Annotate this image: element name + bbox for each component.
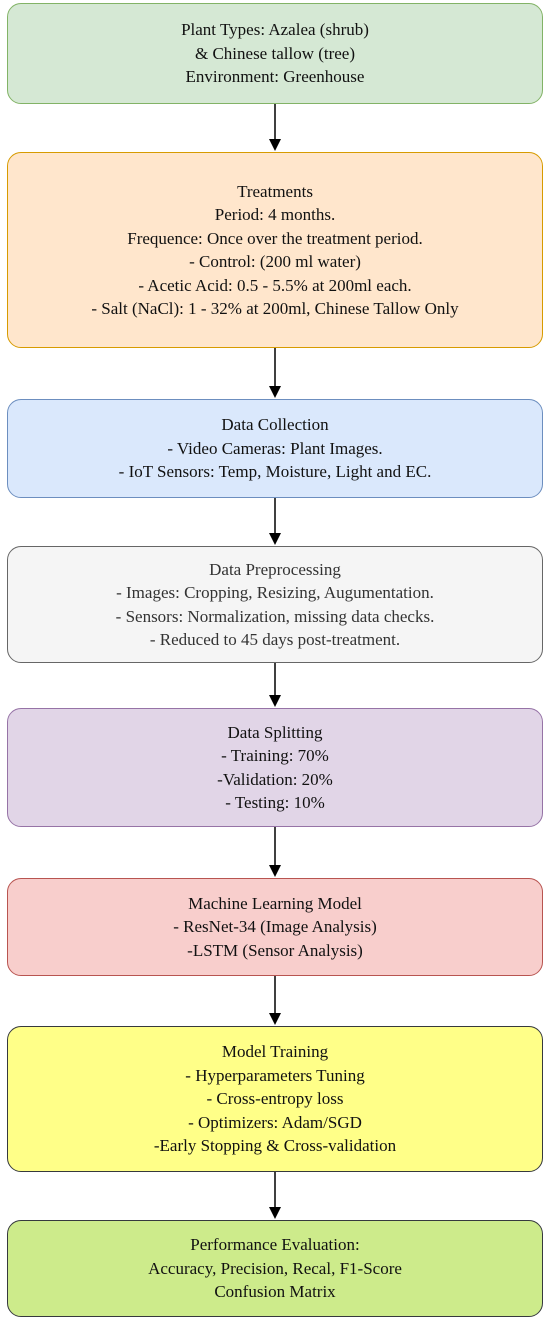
box-line: Data Preprocessing: [209, 559, 341, 579]
flow-arrow: [267, 104, 283, 152]
treatments-box: Treatments Period: 4 months. Frequence: …: [7, 152, 543, 348]
plant-types-box: Plant Types: Azalea (shrub) & Chinese ta…: [7, 3, 543, 104]
box-line: - ResNet-34 (Image Analysis): [173, 917, 377, 937]
flow-arrow: [267, 498, 283, 546]
flow-arrow: [267, 663, 283, 708]
flow-arrow: [267, 976, 283, 1026]
box-line: Period: 4 months.: [214, 205, 336, 224]
box-line: -Early Stopping & Cross-validation: [153, 1136, 397, 1156]
box-line: & Chinese tallow (tree): [194, 43, 356, 63]
performance-evaluation-box: Performance Evaluation: Accuracy, Precis…: [7, 1220, 543, 1317]
box-line: - Hyperparameters Tuning: [185, 1065, 365, 1085]
box-line: Environment: Greenhouse: [185, 67, 365, 87]
box-line: - Images: Cropping, Resizing, Augumentat…: [116, 583, 434, 602]
flow-arrow: [267, 1172, 283, 1220]
box-line: - Sensors: Normalization, missing data c…: [115, 606, 435, 626]
box-line: Treatments: [237, 181, 313, 201]
box-line: -LSTM (Sensor Analysis): [187, 940, 363, 960]
box-line: Frequence: Once over the treatment perio…: [127, 228, 423, 248]
box-line: -Validation: 20%: [217, 769, 333, 789]
box-line: Confusion Matrix: [214, 1282, 336, 1302]
data-splitting-box: Data Splitting - Training: 70% -Validati…: [7, 708, 543, 827]
box-line: - IoT Sensors: Temp, Moisture, Light and…: [118, 462, 432, 482]
box-line: Machine Learning Model: [188, 893, 362, 913]
data-collection-box: Data Collection - Video Cameras: Plant I…: [7, 399, 543, 498]
box-line: - Optimizers: Adam/SGD: [188, 1112, 362, 1132]
box-line: - Salt (NaCl): 1 - 32% at 200ml, Chinese…: [91, 299, 459, 318]
box-line: - Reduced to 45 days post-treatment.: [149, 630, 401, 649]
box-line: - Control: (200 ml water): [189, 252, 361, 271]
box-line: Model Training: [221, 1042, 329, 1062]
box-line: Accuracy, Precision, Recal, F1-Score: [148, 1258, 402, 1278]
box-line: Data Collection: [221, 415, 329, 435]
box-line: - Testing: 10%: [225, 793, 325, 812]
flow-arrow: [267, 348, 283, 399]
box-line: - Video Cameras: Plant Images.: [167, 438, 383, 458]
ml-model-box: Machine Learning Model - ResNet-34 (Imag…: [7, 878, 543, 976]
model-training-box: Model Training - Hyperparameters Tuning …: [7, 1026, 543, 1172]
box-line: - Training: 70%: [221, 746, 329, 765]
box-line: Performance Evaluation:: [190, 1235, 360, 1255]
box-line: Plant Types: Azalea (shrub): [181, 20, 369, 40]
flow-arrow: [267, 827, 283, 878]
data-preprocessing-box: Data Preprocessing - Images: Cropping, R…: [7, 546, 543, 663]
box-line: - Acetic Acid: 0.5 - 5.5% at 200ml each.: [138, 275, 412, 295]
box-line: Data Splitting: [227, 722, 323, 742]
box-line: - Cross-entropy loss: [206, 1089, 344, 1109]
